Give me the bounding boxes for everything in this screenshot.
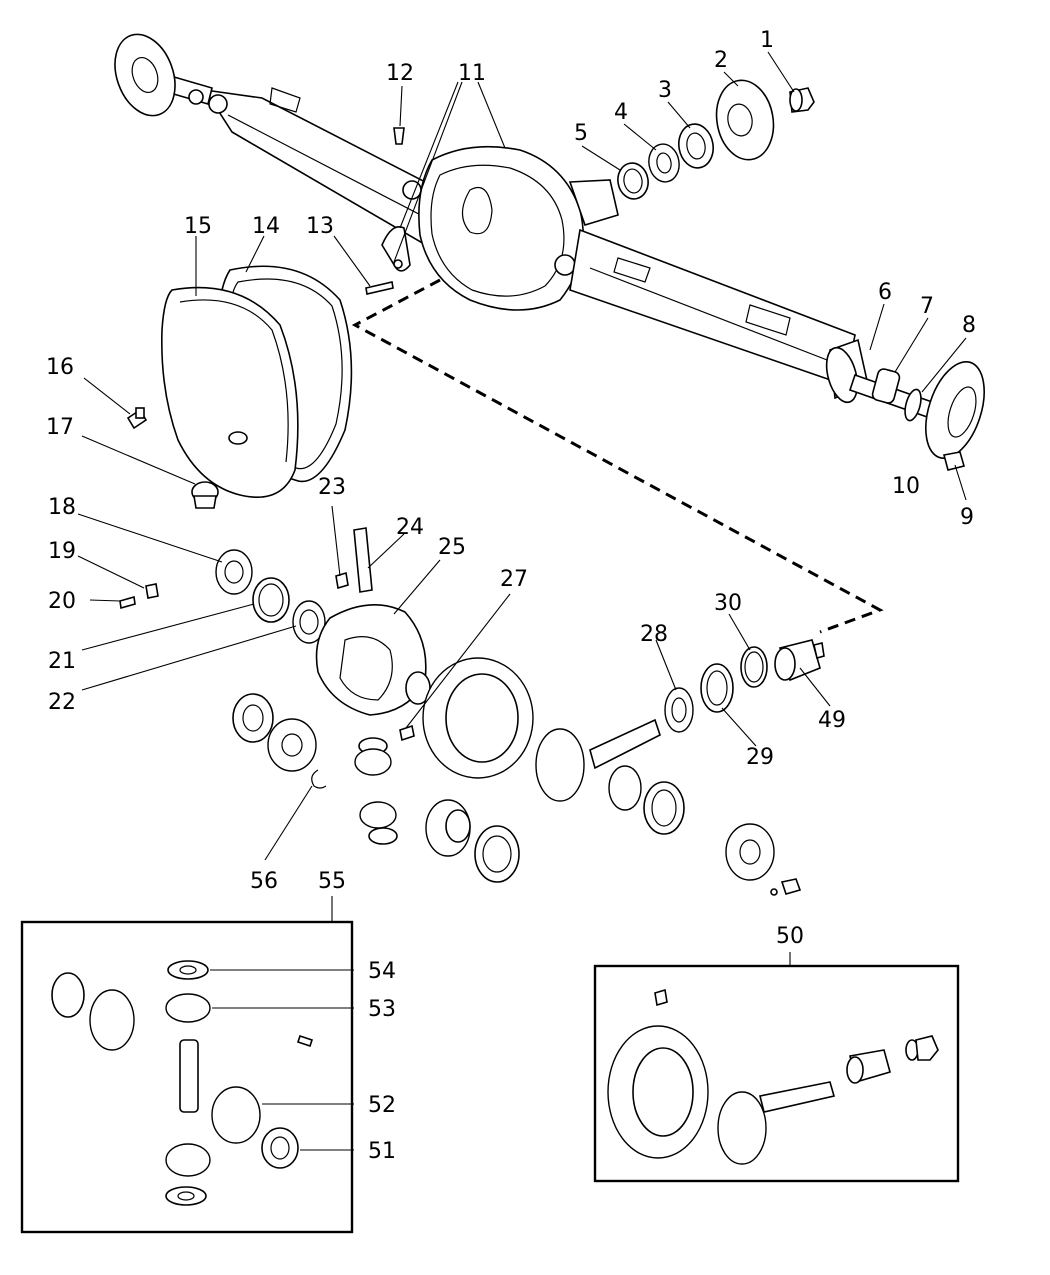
pinion-bearing-lower bbox=[608, 765, 685, 835]
inset-box-50 bbox=[593, 964, 960, 1183]
inset-55-contents bbox=[51, 960, 314, 1206]
adjuster-right bbox=[725, 823, 802, 896]
callout-55: 55 bbox=[318, 869, 346, 894]
callout-52: 52 bbox=[368, 1093, 396, 1118]
callout-14: 14 bbox=[252, 214, 280, 239]
callout-22: 22 bbox=[48, 690, 76, 715]
callout-50: 50 bbox=[776, 924, 804, 949]
bolt-27 bbox=[399, 724, 415, 742]
thrust-washer-right bbox=[474, 825, 520, 883]
side-gear-left bbox=[267, 718, 317, 772]
pinion-shaft-24 bbox=[353, 527, 373, 593]
callout-13: 13 bbox=[306, 214, 334, 239]
callout-11: 11 bbox=[458, 61, 486, 86]
carrier-bearing-22 bbox=[292, 600, 326, 644]
side-gear-thrust-washer bbox=[232, 693, 274, 743]
pinion-flange bbox=[715, 79, 775, 161]
callout-12: 12 bbox=[386, 61, 414, 86]
ring-gear bbox=[422, 657, 534, 779]
callout-3: 3 bbox=[658, 78, 672, 103]
callout-7: 7 bbox=[920, 294, 934, 319]
pinion-mate-lower bbox=[359, 801, 398, 845]
callout-23: 23 bbox=[318, 475, 346, 500]
callout-49: 49 bbox=[818, 708, 846, 733]
callout-15: 15 bbox=[184, 214, 212, 239]
callout-29: 29 bbox=[746, 745, 774, 770]
callout-8: 8 bbox=[962, 313, 976, 338]
inset-box-55 bbox=[20, 920, 354, 1234]
callout-10: 10 bbox=[892, 474, 920, 499]
shim-30 bbox=[740, 646, 768, 688]
callout-17: 17 bbox=[46, 415, 74, 440]
bolt-13 bbox=[365, 281, 394, 295]
callout-24: 24 bbox=[396, 515, 424, 540]
pinion-bearing-outer bbox=[648, 143, 680, 183]
inset-50-contents bbox=[607, 988, 939, 1165]
vent-fitting bbox=[393, 127, 405, 145]
callout-4: 4 bbox=[614, 100, 628, 125]
callout-labels: 1 2 3 4 5 6 7 8 9 10 11 12 13 14 15 16 1… bbox=[46, 28, 976, 1164]
differential-case bbox=[315, 604, 431, 716]
callout-16: 16 bbox=[46, 355, 74, 380]
callout-5: 5 bbox=[574, 121, 588, 146]
callout-27: 27 bbox=[500, 567, 528, 592]
callout-53: 53 bbox=[368, 997, 396, 1022]
callout-20: 20 bbox=[48, 589, 76, 614]
c-clip-56 bbox=[311, 769, 327, 789]
side-gear-right bbox=[425, 799, 471, 857]
bolt-20 bbox=[119, 595, 136, 610]
callout-9: 9 bbox=[960, 505, 974, 530]
callout-54: 54 bbox=[368, 959, 396, 984]
pinion-reference-line bbox=[351, 278, 884, 634]
callout-1: 1 bbox=[760, 28, 774, 53]
callout-28: 28 bbox=[640, 622, 668, 647]
bolt-16 bbox=[126, 407, 148, 430]
fill-plug bbox=[191, 481, 219, 509]
callout-25: 25 bbox=[438, 535, 466, 560]
callout-19: 19 bbox=[48, 539, 76, 564]
lock-19 bbox=[145, 583, 159, 599]
callout-56: 56 bbox=[250, 869, 278, 894]
axle-shaft-right bbox=[848, 360, 985, 471]
leader-lines bbox=[77, 51, 967, 1151]
pinion-mate-upper bbox=[354, 737, 392, 776]
callout-2: 2 bbox=[714, 48, 728, 73]
callout-6: 6 bbox=[878, 280, 892, 305]
pinion-nut bbox=[789, 87, 815, 113]
adjuster-nut bbox=[215, 549, 253, 595]
bolt-23 bbox=[335, 571, 349, 590]
bearing-cup-21 bbox=[252, 577, 290, 623]
callout-30: 30 bbox=[714, 591, 742, 616]
pinion-seal bbox=[678, 123, 714, 169]
bearing-28 bbox=[664, 687, 694, 733]
callout-18: 18 bbox=[48, 495, 76, 520]
spacer-49 bbox=[774, 639, 825, 682]
callout-51: 51 bbox=[368, 1139, 396, 1164]
pinion-gear bbox=[535, 718, 661, 802]
differential-cover bbox=[161, 286, 299, 499]
bearing-cup-29 bbox=[700, 663, 734, 713]
bearing-cup-5 bbox=[617, 162, 649, 200]
callout-21: 21 bbox=[48, 649, 76, 674]
